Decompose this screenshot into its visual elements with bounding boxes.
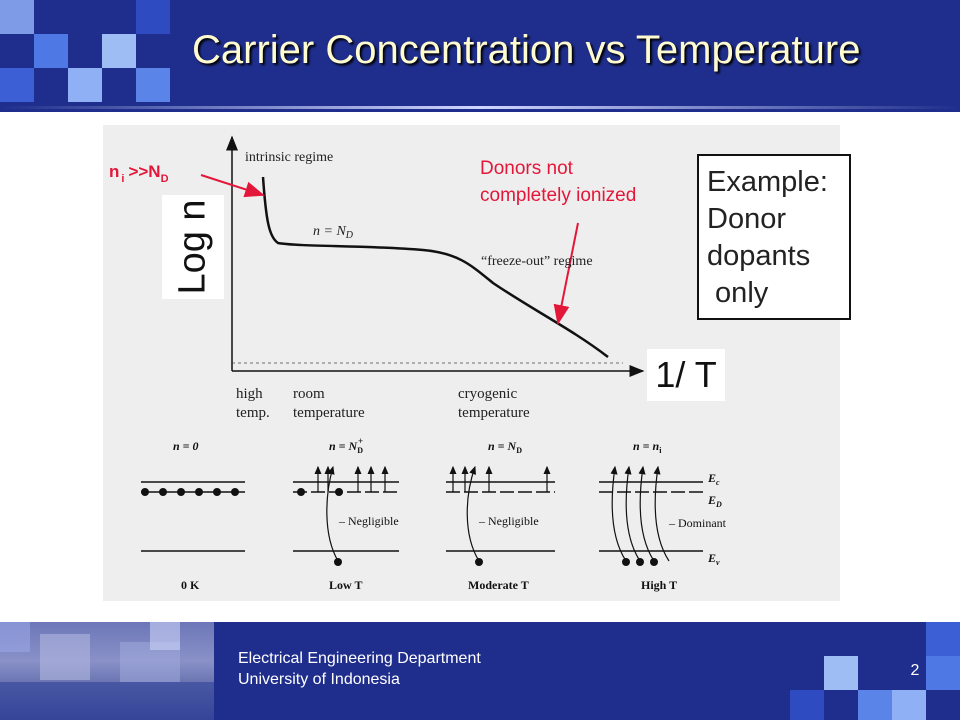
donor-arrow [553,222,579,325]
deco-square [926,656,960,690]
deco-square [34,34,68,68]
svg-text:n = ND: n = ND [488,439,522,455]
deco-square [136,0,170,34]
campus-photo [0,622,214,720]
deco-square [102,34,136,68]
svg-text:n = ND+: n = ND+ [329,436,363,455]
ni-arrow [200,174,265,198]
deco-square [790,690,824,720]
deco-square [68,68,102,102]
footer-university: University of Indonesia [238,671,400,688]
svg-text:Ev: Ev [707,551,720,567]
example-line: Donor [707,203,786,235]
tick-room-1: room [293,386,325,402]
svg-text:– Negligible: – Negligible [478,514,539,528]
freeze-out-label: “freeze-out” regime [481,254,593,269]
slide-title: Carrier Concentration vs Temperature [192,28,861,72]
example-line: dopants [707,240,811,272]
concentration-curve [261,176,609,358]
y-axis-label-box: Log n [162,195,224,299]
donor-note-line2: completely ionized [480,185,636,206]
deco-square [136,68,170,102]
tick-high-2: temp. [236,405,270,421]
band-diagram-moderate-t: n = ND – Negligible Moderate T [446,439,555,592]
deco-square [892,690,926,720]
svg-text:High T: High T [641,578,677,592]
deco-square [858,690,892,720]
n-eq-nd-label: n = ND [313,224,354,241]
deco-square [926,622,960,656]
svg-text:– Dominant: – Dominant [668,516,727,530]
deco-square [0,68,34,102]
page-number: 2 [910,662,920,679]
svg-text:Ec: Ec [707,471,720,487]
band-diagram-high-t: n = ni – Dominant High T Ec ED Ev [599,439,727,592]
svg-text:ED: ED [707,493,722,509]
header-divider [0,106,960,109]
svg-text:– Negligible: – Negligible [338,514,399,528]
donor-note-line1: Donors not [480,158,574,179]
band-diagram-0k: n = 0 0 K [141,439,245,592]
intrinsic-label: intrinsic regime [245,150,333,165]
x-axis-label: 1/ T [647,349,725,401]
tick-room-2: temperature [293,405,365,421]
header-bar: Carrier Concentration vs Temperature [0,0,960,112]
y-axis-label: Log n [171,199,214,295]
tick-cryo-1: cryogenic [458,386,517,402]
deco-square [824,656,858,690]
deco-square [0,0,34,34]
svg-text:Low T: Low T [329,578,362,592]
example-line: only [707,277,769,309]
example-line: Example: [707,166,828,198]
tick-high-1: high [236,386,263,402]
svg-text:0 K: 0 K [181,578,200,592]
svg-text:n = 0: n = 0 [173,439,199,453]
footer-text: Electrical Engineering Department Univer… [238,648,481,690]
svg-text:Moderate T: Moderate T [468,578,529,592]
footer-department: Electrical Engineering Department [238,650,481,667]
footer-bar: Electrical Engineering Department Univer… [0,622,960,720]
tick-cryo-2: temperature [458,405,530,421]
svg-text:n = ni: n = ni [633,439,662,455]
example-box: Example: Donor dopants only [697,154,851,320]
band-diagram-low-t: n = ND+ – Negligible Low T [293,436,399,592]
